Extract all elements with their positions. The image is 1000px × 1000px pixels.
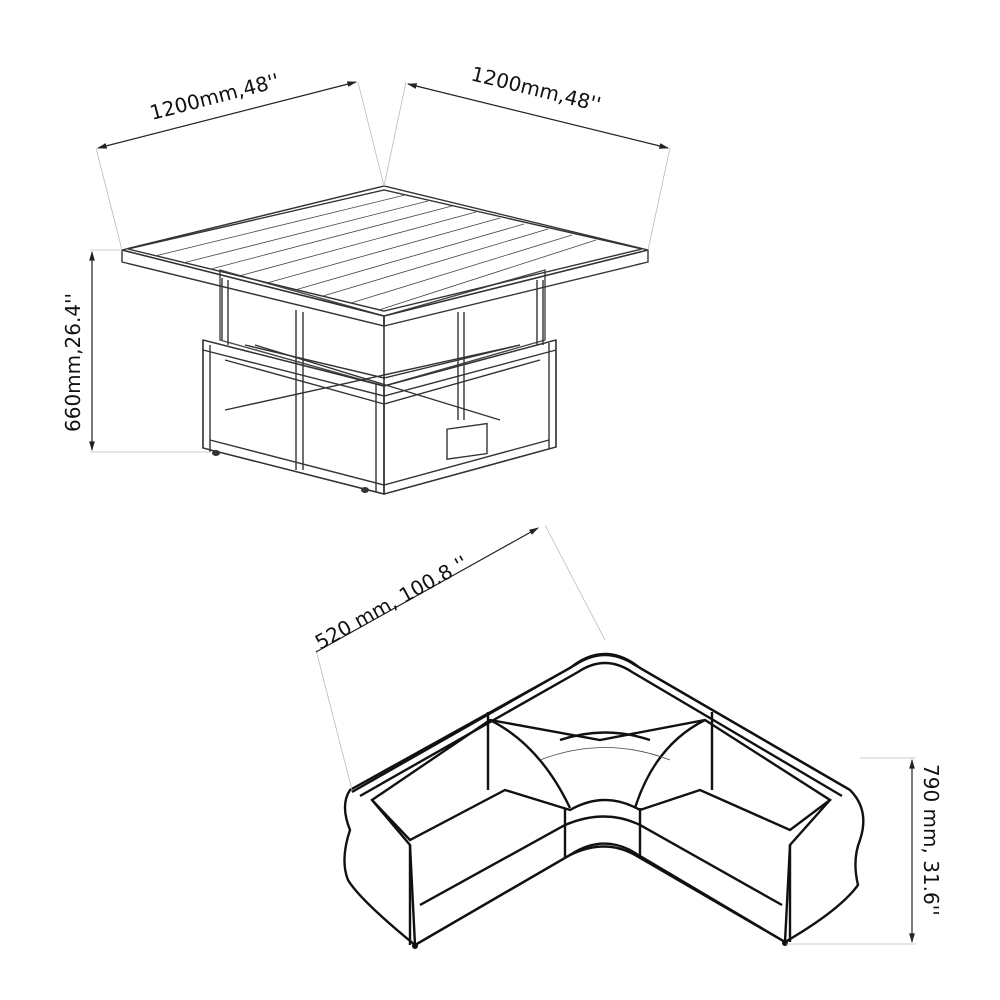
sofa-height-label: 790 mm, 31.6'' bbox=[919, 764, 943, 916]
table-width-left-label: 1200mm,48'' bbox=[147, 68, 281, 124]
lift-table-drawing bbox=[121, 185, 649, 495]
table-height-label: 660mm,26.4'' bbox=[61, 293, 85, 432]
l-shaped-sofa-drawing bbox=[343, 652, 865, 949]
table-dimensions: 1200mm,48'' 1200mm,48'' 660mm,26.4'' bbox=[61, 62, 671, 453]
table-width-right-label: 1200mm,48'' bbox=[469, 62, 604, 117]
sofa-length-label: 520 mm, 100.8 '' bbox=[311, 551, 472, 655]
